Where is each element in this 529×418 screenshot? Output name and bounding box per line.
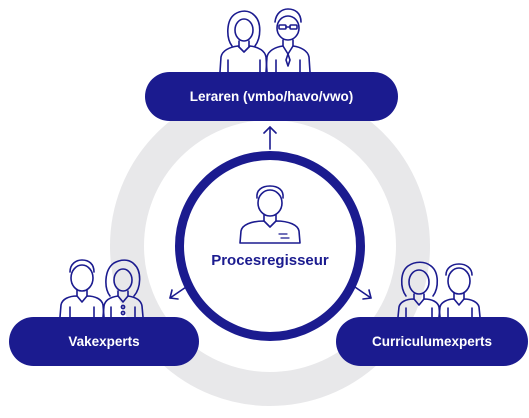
node-label: Vakexperts: [68, 334, 140, 349]
center-circle: [175, 151, 365, 341]
right-people-icon: [397, 261, 481, 318]
node-vakexperts: Vakexperts: [9, 317, 199, 366]
left-people-icon: [59, 259, 144, 318]
node-label: Leraren (vmbo/havo/vwo): [189, 89, 354, 104]
node-label: Curriculumexperts: [371, 334, 493, 349]
center-person-icon: [239, 185, 301, 244]
arrow-up-icon: [263, 126, 277, 150]
node-curriculumexperts: Curriculumexperts: [336, 317, 528, 366]
node-leraren: Leraren (vmbo/havo/vwo): [145, 72, 398, 121]
center-label: Procesregisseur: [211, 252, 329, 269]
arrow-right-icon: [351, 284, 372, 300]
arrow-left-icon: [169, 284, 190, 300]
top-people-icon: [219, 8, 311, 73]
